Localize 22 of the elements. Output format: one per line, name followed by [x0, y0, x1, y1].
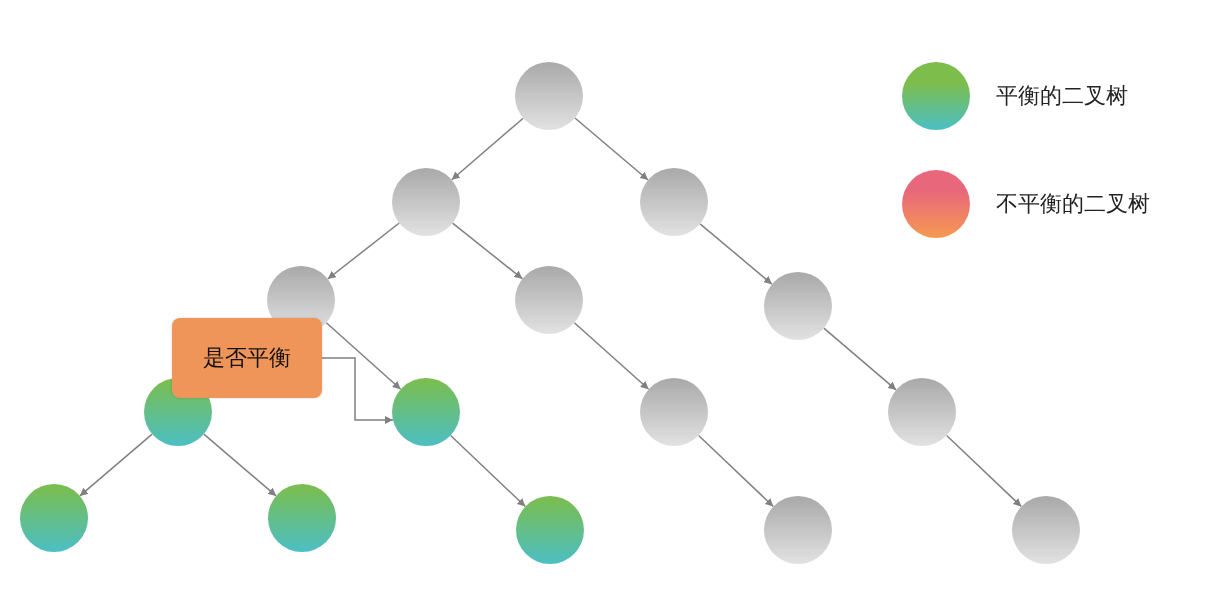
tree-node-circle: [888, 378, 956, 446]
legend-label: 不平衡的二叉树: [996, 190, 1150, 218]
box-label: 是否平衡: [203, 344, 291, 372]
arrow: [325, 321, 402, 391]
arrow: [699, 223, 773, 285]
arrow: [79, 433, 153, 497]
tree-node-circle: [515, 266, 583, 334]
arrow: [574, 117, 649, 181]
arrow: [321, 357, 394, 424]
arrow: [573, 321, 650, 391]
arrow: [327, 222, 400, 280]
arrow: [451, 117, 524, 181]
arrow: [449, 434, 527, 508]
arrow: [203, 433, 277, 497]
arrow: [823, 327, 897, 391]
tree-node-circle: [640, 378, 708, 446]
tree-node-circle: [392, 378, 460, 446]
arrow: [945, 434, 1023, 508]
arrow: [697, 434, 775, 508]
arrow: [451, 222, 524, 280]
legend-label: 平衡的二叉树: [996, 82, 1128, 110]
balance-check-tooltip: [172, 318, 322, 398]
